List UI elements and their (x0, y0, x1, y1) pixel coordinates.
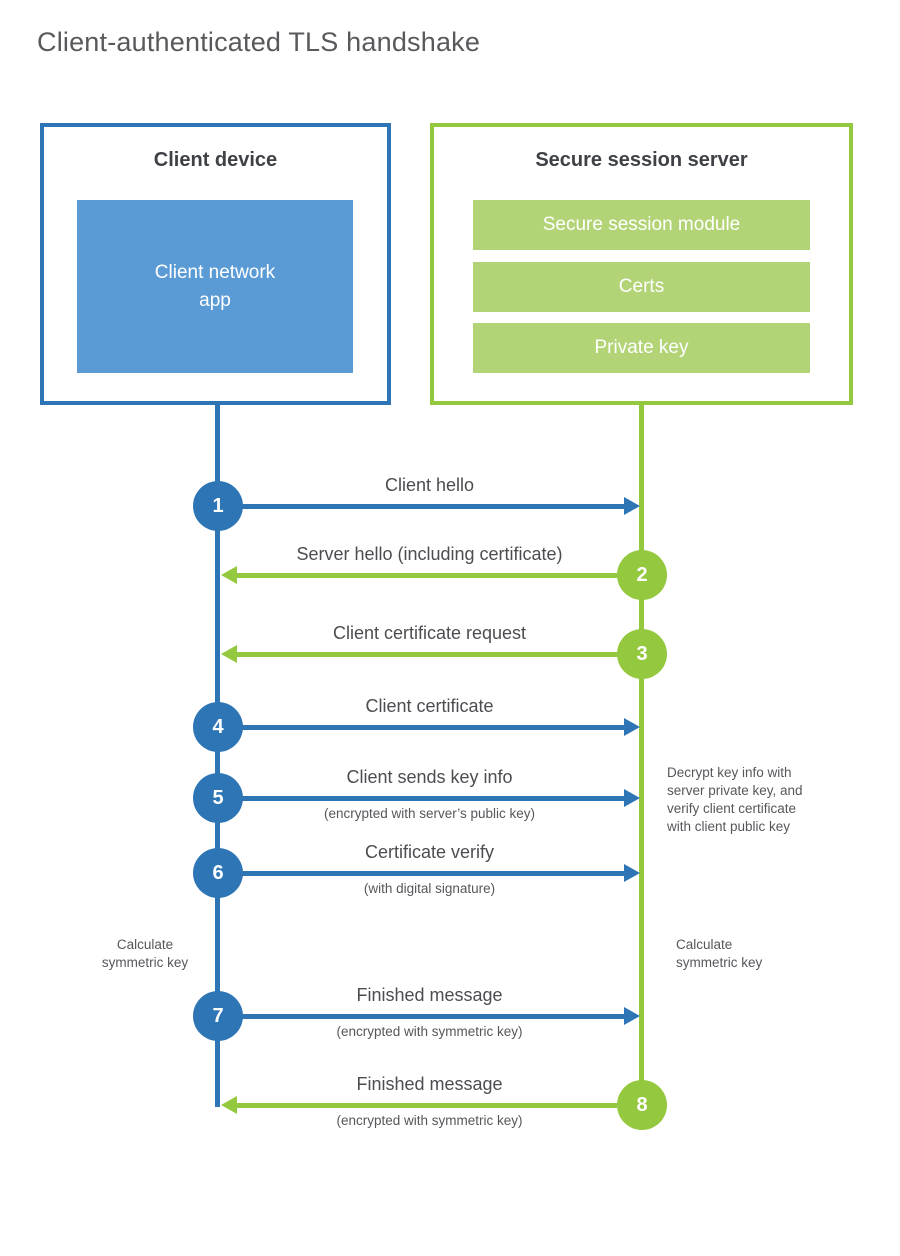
server-lifeline (639, 405, 644, 1105)
secure-session-server-box: Secure session server Secure session mod… (430, 123, 853, 405)
client-device-title: Client device (153, 149, 278, 171)
client-network-app-box: Client network app (77, 200, 353, 373)
message-arrow-line-6 (240, 871, 624, 876)
message-arrowhead-2 (221, 566, 237, 584)
message-arrowhead-1 (624, 497, 640, 515)
server-module-bar: Certs (473, 262, 810, 312)
message-arrow-line-3 (237, 652, 617, 657)
message-label-4: Client certificate (365, 696, 494, 716)
message-label-2: Server hello (including certificate) (296, 544, 563, 564)
message-label-3: Client certificate request (332, 623, 527, 643)
step-number-badge-8: 8 (617, 1080, 667, 1130)
step-number-badge-4: 4 (193, 702, 243, 752)
message-arrow-line-2 (237, 573, 617, 578)
message-arrowhead-3 (221, 645, 237, 663)
message-sublabel-7: (encrypted with symmetric key) (336, 1024, 523, 1039)
message-label-5: Client sends key info (346, 767, 513, 787)
step-number-badge-2: 2 (617, 550, 667, 600)
page-title: Client-authenticated TLS handshake (37, 27, 481, 57)
message-arrowhead-4 (624, 718, 640, 736)
message-arrowhead-8 (221, 1096, 237, 1114)
calculate-key-note-client: Calculate symmetric key (101, 937, 189, 970)
message-arrow-line-4 (240, 725, 624, 730)
message-sublabel-5: (encrypted with server’s public key) (323, 806, 536, 821)
message-arrowhead-5 (624, 789, 640, 807)
message-label-8: Finished message (356, 1074, 503, 1094)
client-lifeline (215, 405, 220, 1107)
message-arrow-line-8 (237, 1103, 617, 1108)
step-number-badge-5: 5 (193, 773, 243, 823)
message-label-6: Certificate verify (364, 842, 495, 862)
message-label-1: Client hello (384, 475, 475, 495)
message-arrow-line-1 (240, 504, 624, 509)
message-sublabel-8: (encrypted with symmetric key) (336, 1113, 523, 1128)
message-arrowhead-7 (624, 1007, 640, 1025)
server-module-bar: Secure session module (473, 200, 810, 250)
message-sublabel-6: (with digital signature) (363, 881, 496, 896)
message-arrow-line-7 (240, 1014, 624, 1019)
client-device-box: Client device Client network app (40, 123, 391, 405)
calculate-key-note-server: Calculate symmetric key (676, 937, 763, 970)
decrypt-key-note: Decrypt key info with server private key… (667, 765, 803, 834)
step-number-badge-3: 3 (617, 629, 667, 679)
secure-session-server-title: Secure session server (535, 149, 748, 171)
message-arrow-line-5 (240, 796, 624, 801)
step-number-badge-6: 6 (193, 848, 243, 898)
message-label-7: Finished message (356, 985, 503, 1005)
step-number-badge-1: 1 (193, 481, 243, 531)
server-module-bar: Private key (473, 323, 810, 373)
message-arrowhead-6 (624, 864, 640, 882)
step-number-badge-7: 7 (193, 991, 243, 1041)
